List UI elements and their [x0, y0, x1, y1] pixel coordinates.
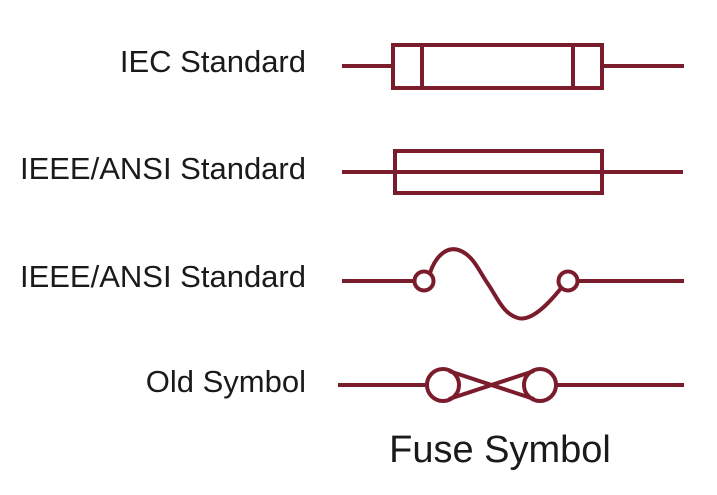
iec-fuse-symbol	[342, 43, 684, 90]
terminal-circle-right	[556, 269, 580, 293]
cross-line-ascending	[448, 369, 535, 401]
ieee-ansi-fuse-wave-symbol	[342, 247, 684, 321]
diagram-title: Fuse Symbol	[389, 429, 611, 471]
row-label-old-symbol: Old Symbol	[145, 364, 306, 399]
fuse-body-rect	[391, 43, 604, 90]
terminal-circle-left	[412, 269, 436, 293]
fuse-wave-curve	[428, 247, 564, 321]
fuse-body-rect	[393, 149, 604, 195]
ieee-ansi-fuse-box-symbol	[342, 149, 683, 195]
row-label-iec-standard: IEC Standard	[119, 44, 306, 79]
terminal-circle-right	[522, 367, 558, 403]
terminal-circle-left	[425, 367, 461, 403]
row-label-ieee-ansi-standard-1: IEEE/ANSI Standard	[19, 151, 306, 186]
old-fuse-symbol	[338, 367, 684, 403]
row-label-ieee-ansi-standard-2: IEEE/ANSI Standard	[19, 259, 306, 294]
